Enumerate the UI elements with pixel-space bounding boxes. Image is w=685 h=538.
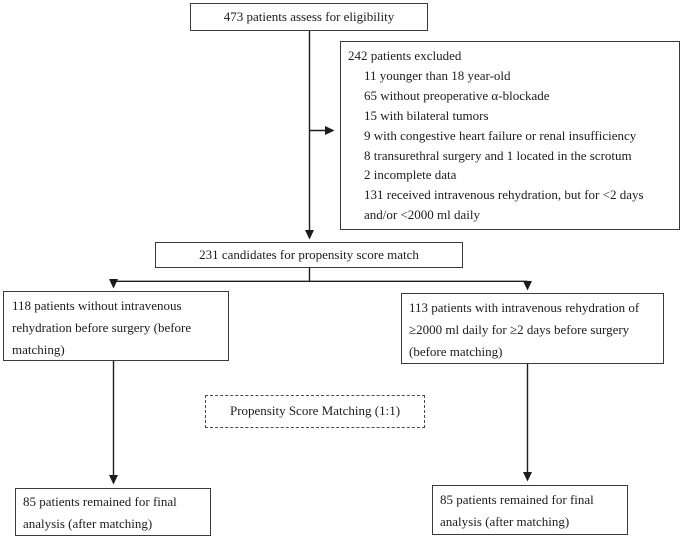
propensity-score-matching-box: Propensity Score Matching (1:1) [205,395,425,428]
excluded-item: 65 without preoperative α-blockade [364,87,550,103]
eligibility-box: 473 patients assess for eligibility [190,3,428,31]
after-matching-left-box: 85 patients remained for final analysis … [15,488,211,536]
excluded-item: 15 with bilateral tumors [364,107,489,123]
candidates-box: 231 candidates for propensity score matc… [155,242,463,268]
excluded-box: 242 patients excluded 11 younger than 18… [340,41,680,230]
excluded-item: 9 with congestive heart failure or renal… [364,127,637,143]
before-matching-right-box: 113 patients with intravenous rehydratio… [401,293,664,364]
excluded-item: 8 transurethral surgery and 1 located in… [364,147,632,163]
after-matching-right-box: 85 patients remained for final analysis … [432,485,628,535]
before-matching-left-box: 118 patients without intravenous rehydra… [3,291,229,361]
excluded-item: 11 younger than 18 year-old [364,67,511,83]
excluded-title: 242 patients excluded [348,48,462,63]
excluded-item: 131 received intravenous rehydration, bu… [364,187,644,223]
excluded-item: 2 incomplete data [364,167,457,183]
